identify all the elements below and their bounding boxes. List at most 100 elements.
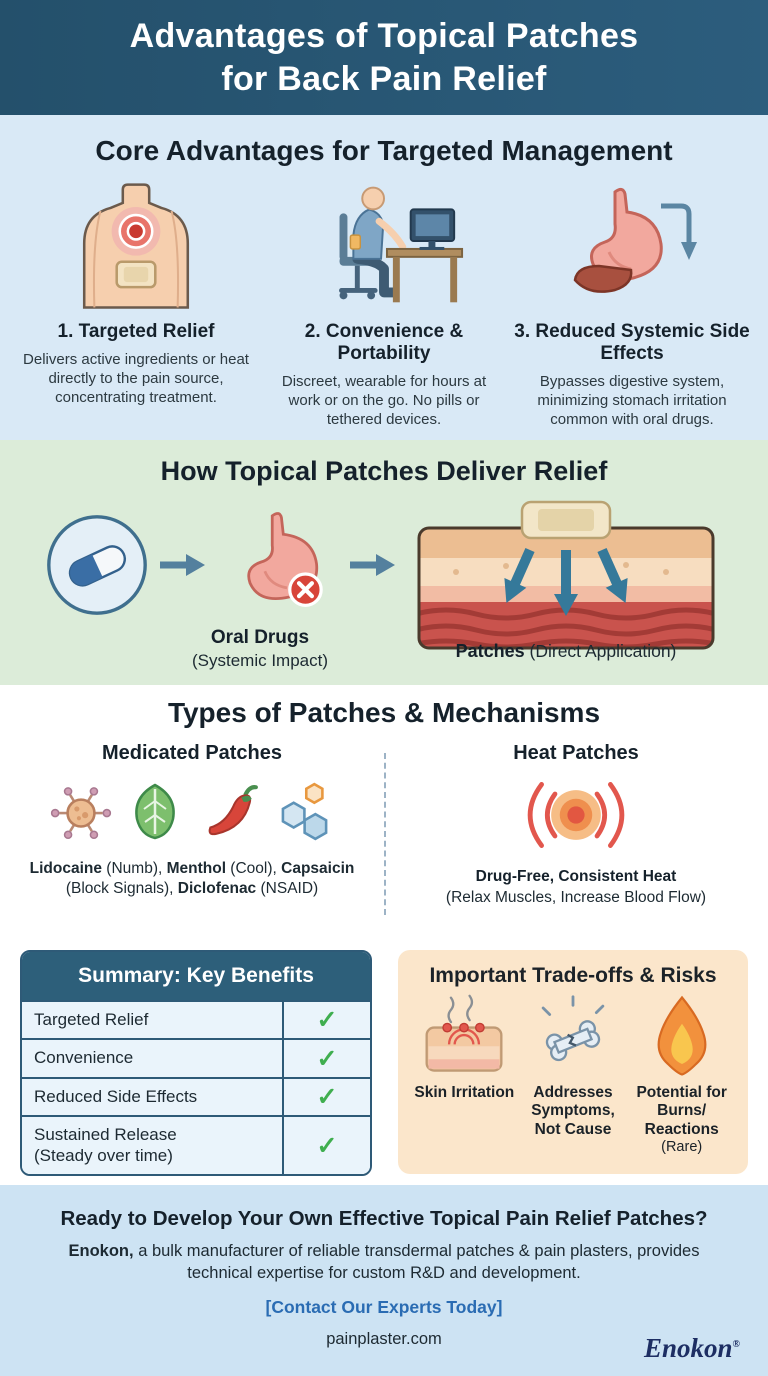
core-item-convenience: 2. Convenience & Portability Discreet, w… <box>260 173 508 429</box>
core-item-title: 1. Targeted Relief <box>57 321 215 342</box>
website-url: painplaster.com <box>326 1329 442 1348</box>
tradeoffs-panel: Important Trade-offs & Risks <box>398 950 748 1174</box>
registered-mark: ® <box>732 1339 740 1350</box>
core-columns: 1. Targeted Relief Delivers active ingre… <box>0 167 768 429</box>
stomach-blocked-icon <box>215 502 335 627</box>
menthol-leaf-icon <box>134 783 175 840</box>
header-banner: Advantages of Topical Patches for Back P… <box>0 0 768 115</box>
core-item-body: Discreet, wearable for hours at work or … <box>281 372 487 428</box>
table-row: Convenience ✓ <box>22 1038 370 1077</box>
drug-name: Lidocaine <box>29 860 102 877</box>
core-item-body: Bypasses digestive system, minimizing st… <box>537 372 727 428</box>
heat-icon-wrap <box>384 775 768 855</box>
tradeoff-label: Skin Irritation <box>414 1084 515 1101</box>
bone-icon-svg <box>541 995 605 1062</box>
heat-description-sub: (Relax Muscles, Increase Blood Flow) <box>445 888 707 906</box>
skin-cross-section-icon <box>416 492 716 657</box>
table-row: Sustained Release (Steady over time) ✓ <box>22 1115 370 1174</box>
skin-irritation-icon-svg <box>425 994 503 1072</box>
footer-brand-bold: Enokon, <box>68 1242 134 1260</box>
tradeoffs-heading: Important Trade-offs & Risks <box>429 964 717 987</box>
drug-effect: (Numb), <box>102 860 167 877</box>
medicated-description: Lidocaine (Numb), Menthol (Cool), Capsai… <box>20 859 365 900</box>
page-title-line2: for Back Pain Relief <box>221 59 547 98</box>
oral-drugs-label: Oral Drugs (Systemic Impact) <box>160 626 360 671</box>
footer-cta-section: Ready to Develop Your Own Effective Topi… <box>0 1185 768 1376</box>
page-title-line1: Advantages of Topical Patches <box>129 17 639 55</box>
core-item-title: 2. Convenience & Portability <box>304 321 464 364</box>
drug-name: Menthol <box>166 860 226 877</box>
benefit-label-sub: (Steady over time) <box>34 1145 173 1165</box>
dashed-divider <box>384 753 386 915</box>
drug-name: Capsaicin <box>281 860 355 877</box>
summary-table: Summary: Key Benefits Targeted Relief ✓ … <box>20 950 372 1176</box>
section-summary-and-risks: Summary: Key Benefits Targeted Relief ✓ … <box>0 940 768 1185</box>
tradeoff-note: (Rare) <box>661 1138 703 1155</box>
tradeoff-label: Potential for Burns/ Reactions <box>636 1084 727 1138</box>
flame-icon-svg <box>657 995 707 1076</box>
patches-label: Patches (Direct Application) <box>396 640 736 663</box>
drug-effect: (Cool), <box>226 860 282 877</box>
contact-experts-link[interactable]: [Contact Our Experts Today] <box>265 1296 503 1317</box>
core-item-body: Delivers active ingredients or heat dire… <box>23 350 249 406</box>
heat-description-bold: Drug-Free, Consistent Heat <box>475 868 677 885</box>
heat-description: Drug-Free, Consistent Heat (Relax Muscle… <box>384 867 768 909</box>
check-icon: ✓ <box>282 1078 370 1116</box>
stomach-x-icon-svg <box>247 512 323 607</box>
lidocaine-molecule-icon <box>50 787 111 840</box>
flow-arrow-2 <box>348 552 396 583</box>
torso-pain-patch-icon <box>18 173 254 315</box>
flame-icon <box>630 994 733 1078</box>
footer-body: Enokon, a bulk manufacturer of reliable … <box>44 1240 724 1285</box>
skin-layers-icon-svg <box>417 500 715 650</box>
bone-symptom-icon <box>522 994 625 1078</box>
drug-name: Diclofenac <box>177 880 257 898</box>
drug-effect: (NSAID) <box>256 880 319 898</box>
benefit-label: Sustained Release (Steady over time) <box>22 1117 282 1174</box>
benefit-label: Convenience <box>34 1048 134 1068</box>
table-row: Targeted Relief ✓ <box>22 1000 370 1039</box>
section-patch-types: Types of Patches & Mechanisms Medicated … <box>0 685 768 940</box>
drug-effect: (Block Signals), <box>65 880 178 898</box>
tradeoff-skin-irritation: Skin Irritation <box>410 994 519 1155</box>
benefit-label: Targeted Relief <box>34 1010 149 1029</box>
core-item-title: 3. Reduced Systemic Side Effects <box>514 321 750 364</box>
table-row: Reduced Side Effects ✓ <box>22 1076 370 1116</box>
core-item-reduced-side-effects: 3. Reduced Systemic Side Effects Bypasse… <box>508 173 756 429</box>
right-arrow-icon <box>160 554 205 576</box>
patches-label-bold: Patches <box>455 641 525 661</box>
benefit-label: Reduced Side Effects <box>34 1086 198 1106</box>
enokon-logo: Enokon® <box>644 1333 740 1364</box>
enokon-logo-text: Enokon <box>643 1333 733 1363</box>
medicated-patches-title: Medicated Patches <box>101 742 283 764</box>
heat-patches-title: Heat Patches <box>513 742 639 764</box>
heat-waves-icon <box>527 782 625 848</box>
section-how-it-works: How Topical Patches Deliver Relief <box>0 440 768 685</box>
check-icon: ✓ <box>282 1002 370 1039</box>
pill-icon <box>44 512 150 623</box>
medicated-icons-row <box>0 775 384 847</box>
oral-drugs-label-sub: (Systemic Impact) <box>191 650 329 670</box>
flow-arrow-1 <box>158 552 206 583</box>
summary-table-heading: Summary: Key Benefits <box>22 952 370 1000</box>
check-icon: ✓ <box>282 1117 370 1174</box>
types-columns: Medicated Patches <box>0 729 768 909</box>
stomach-liver-icon <box>514 173 750 315</box>
diclofenac-molecule-icon <box>281 782 327 841</box>
core-item-targeted-relief: 1. Targeted Relief Delivers active ingre… <box>12 173 260 429</box>
tradeoff-burns-reactions: Potential for Burns/ Reactions (Rare) <box>627 994 736 1155</box>
benefit-label-main: Sustained Release <box>34 1125 177 1145</box>
desk-icon-svg <box>339 186 464 303</box>
check-icon: ✓ <box>282 1040 370 1077</box>
person-at-desk-icon <box>266 173 502 315</box>
patches-label-sub: (Direct Application) <box>524 641 677 661</box>
section-core-advantages: Core Advantages for Targeted Management <box>0 115 768 440</box>
how-section-heading: How Topical Patches Deliver Relief <box>160 456 608 486</box>
types-section-heading: Types of Patches & Mechanisms <box>167 697 601 728</box>
pill-icon-svg <box>47 515 147 615</box>
footer-body-text: a bulk manufacturer of reliable transder… <box>133 1242 700 1283</box>
medicated-patches-column: Medicated Patches <box>0 729 384 909</box>
right-arrow-icon <box>350 554 395 576</box>
skin-irritation-icon <box>413 994 516 1078</box>
